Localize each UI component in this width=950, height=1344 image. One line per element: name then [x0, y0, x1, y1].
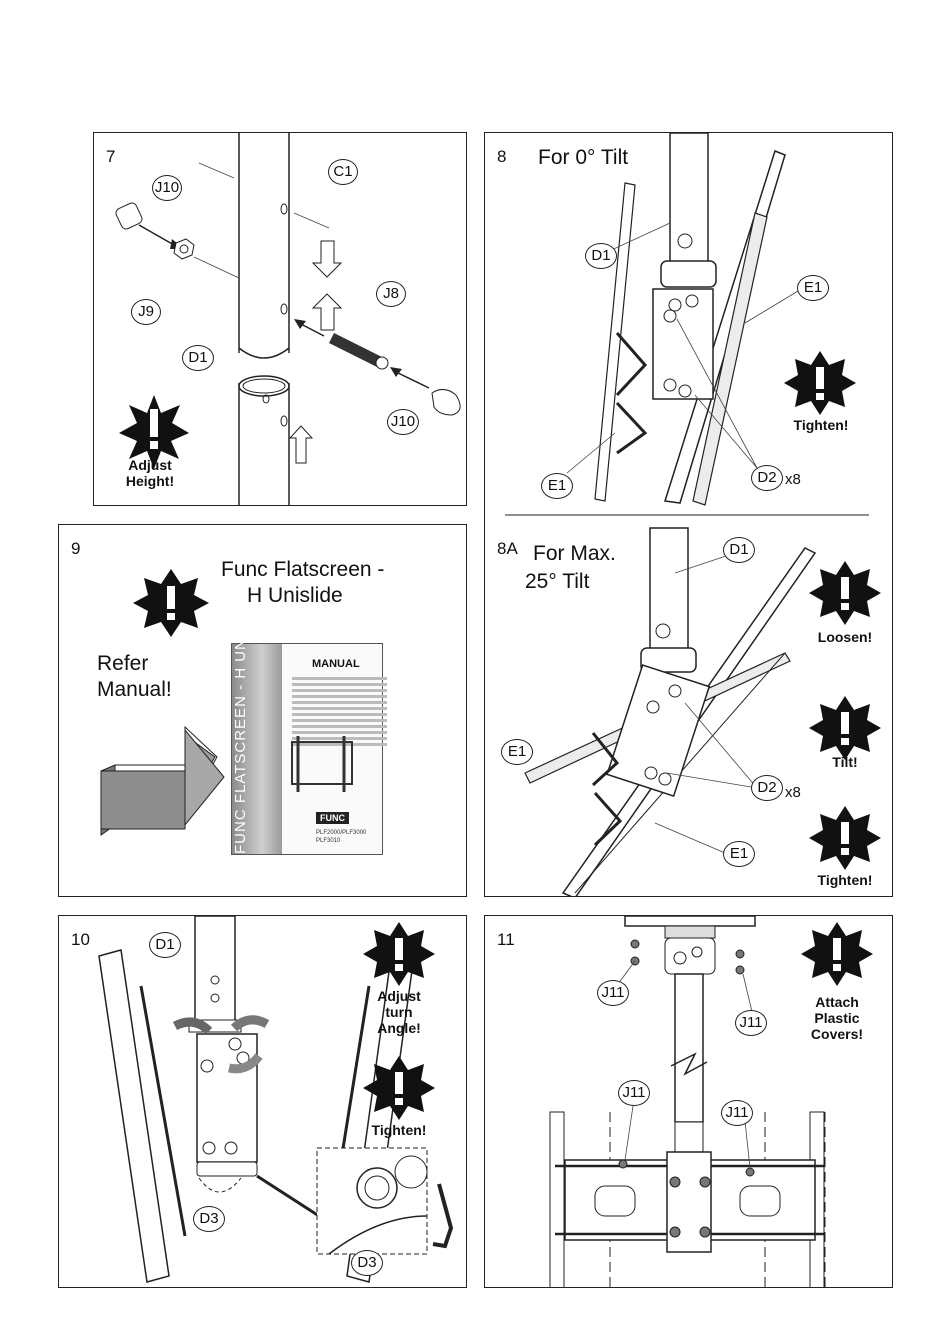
manual-language-list	[292, 674, 387, 749]
step-number: 8	[497, 147, 507, 166]
refer-text-line2: Manual!	[97, 678, 172, 701]
quantity-label: x8	[785, 471, 801, 488]
step-8a-title-line1: For Max.	[533, 542, 616, 565]
callout-d1: D1	[182, 345, 214, 371]
callout-d2-8a: D2	[751, 775, 783, 801]
manual-book-image: FUNC FLATSCREEN - H UNISLIDE MANUAL FUNC…	[231, 585, 387, 855]
warning-loosen: Loosen!	[817, 629, 873, 645]
callout-d3: D3	[193, 1206, 225, 1232]
step-number-8a: 8A	[497, 539, 518, 558]
warning-adjust-line2: turn	[385, 1004, 413, 1020]
manual-heading: MANUAL	[312, 658, 360, 670]
callout-j11-d: J11	[721, 1100, 753, 1126]
callout-d1: D1	[585, 243, 617, 269]
step-9-illustration	[100, 569, 225, 836]
step-11-illustration	[549, 916, 873, 1287]
step-8-illustration	[505, 133, 881, 896]
step-number: 10	[71, 930, 90, 949]
step-8-panel: 8 For 0° Tilt	[484, 132, 893, 897]
callout-d1: D1	[149, 932, 181, 958]
callout-e1-left: E1	[541, 473, 573, 499]
callout-j8: J8	[376, 281, 406, 307]
callout-j10: J10	[152, 175, 182, 201]
warning-attach-line2: Plastic	[814, 1010, 860, 1026]
product-title-line1: Func Flatscreen -	[221, 558, 385, 581]
callout-j10-bottom: J10	[387, 409, 419, 435]
step-number: 7	[106, 147, 116, 166]
callout-e1-8a-bottom: E1	[723, 841, 755, 867]
callout-j11-c: J11	[618, 1080, 650, 1106]
callout-c1: C1	[328, 159, 358, 185]
callout-e1-8a-left: E1	[501, 739, 533, 765]
step-number: 9	[71, 539, 81, 558]
warning-attach-line3: Covers!	[810, 1026, 864, 1042]
step-number: 11	[497, 930, 515, 949]
warning-tighten: Tighten!	[371, 1122, 427, 1138]
step-7-illustration	[115, 133, 461, 505]
quantity-label-8a: x8	[785, 784, 801, 801]
manual-func-logo: FUNC	[316, 812, 349, 824]
step-8a-title-line2: 25° Tilt	[525, 570, 590, 593]
callout-j9: J9	[131, 299, 161, 325]
manual-code-line2: PLF3010	[316, 838, 341, 844]
manual-cover-drawing	[291, 736, 353, 792]
warning-adjust-height: Adjust Height!	[125, 457, 175, 490]
step-7-panel: 7 J10 C1 J9 J8 D1 J10	[93, 132, 467, 506]
warning-attach-line1: Attach	[815, 994, 859, 1010]
step-10-panel: 10 D1 D3 D3 Adjust turn Angle! Tighten!	[58, 915, 467, 1288]
callout-e1-right: E1	[797, 275, 829, 301]
step-10-illustration	[98, 916, 454, 1283]
warning-tighten: Tighten!	[793, 417, 849, 433]
manual-code-line1: PLF2000/PLF3000	[316, 830, 367, 836]
step-8-title: For 0° Tilt	[538, 146, 629, 169]
warning-tighten-8a: Tighten!	[817, 872, 873, 888]
step-11-panel: 11 J11 J11 J11 J11 Attach Plastic Covers	[484, 915, 893, 1288]
product-title-line2: H Unislide	[247, 584, 343, 607]
warning-adjust-line3: Angle!	[377, 1020, 421, 1036]
warning-tilt: Tilt!	[832, 754, 858, 770]
callout-d1-8a: D1	[723, 537, 755, 563]
step-9-panel: 9 Func Flatscreen - H Unislide Refer Man…	[58, 524, 467, 897]
callout-d3-zoom: D3	[351, 1250, 383, 1276]
refer-text-line1: Refer	[97, 652, 149, 675]
warning-adjust-line1: Adjust	[377, 988, 421, 1004]
callout-j11-b: J11	[735, 1010, 767, 1036]
callout-j11-a: J11	[597, 980, 629, 1006]
callout-d2: D2	[751, 465, 783, 491]
